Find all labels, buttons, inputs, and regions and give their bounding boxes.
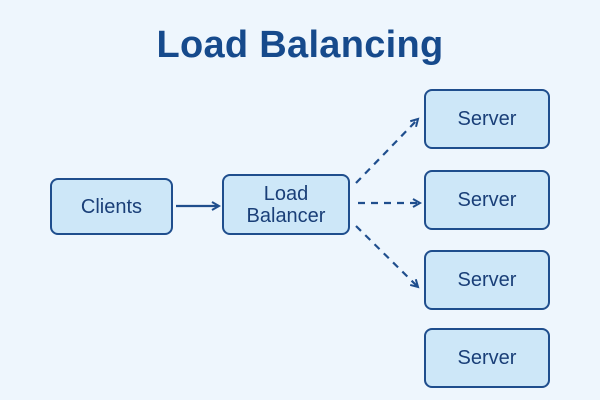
server-label: Server [457, 189, 517, 211]
server-node-2: Server [424, 170, 550, 230]
server-node-4: Server [424, 328, 550, 388]
edge-lb-to-server-3 [355, 225, 418, 287]
clients-node: Clients [50, 178, 173, 235]
server-label: Server [457, 347, 517, 369]
server-node-1: Server [424, 89, 550, 149]
load-balancer-node: Load Balancer [222, 174, 350, 235]
diagram-title: Load Balancing [156, 24, 444, 66]
server-label: Server [457, 108, 517, 130]
clients-label: Clients [80, 195, 143, 218]
server-node-3: Server [424, 250, 550, 310]
server-label: Server [457, 269, 517, 291]
edge-lb-to-server-1 [355, 119, 418, 184]
load-balancer-label: Load Balancer [246, 182, 326, 227]
